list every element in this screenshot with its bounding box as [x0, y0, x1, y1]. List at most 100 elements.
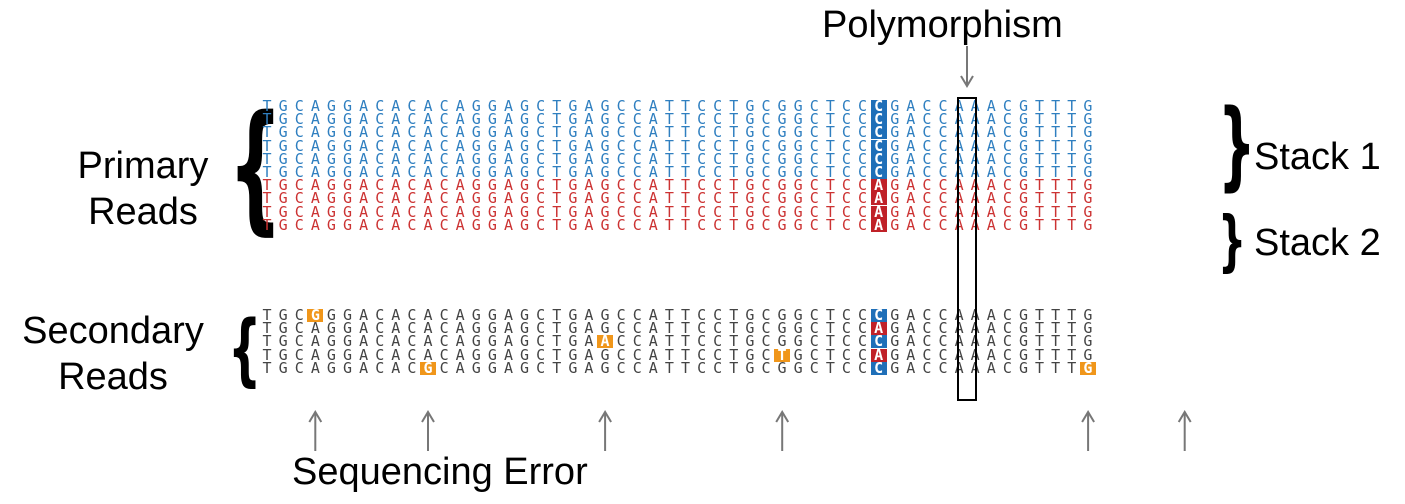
base: C	[616, 163, 626, 181]
base: A	[423, 97, 433, 115]
base: G	[520, 149, 530, 168]
base: A	[391, 358, 401, 377]
base: A	[391, 136, 401, 155]
sequencing-error-arrowhead-icon	[598, 410, 612, 423]
base: C	[697, 189, 707, 208]
base: C	[809, 345, 819, 364]
base: G	[326, 149, 336, 168]
polymorphism-base: A	[870, 321, 887, 336]
base: A	[423, 149, 433, 168]
base: C	[922, 163, 932, 181]
base: A	[906, 97, 916, 115]
base: A	[310, 345, 320, 364]
base: C	[713, 345, 723, 364]
base: C	[407, 319, 417, 338]
base: A	[954, 97, 964, 115]
base: C	[858, 319, 868, 338]
base: C	[632, 332, 642, 351]
base: C	[375, 202, 385, 221]
base: A	[986, 149, 996, 168]
base: G	[568, 189, 578, 208]
base: C	[697, 163, 707, 181]
base: G	[890, 149, 900, 168]
base: G	[520, 123, 530, 142]
base: A	[359, 97, 369, 115]
base: T	[680, 123, 690, 142]
base: T	[262, 202, 272, 221]
base: G	[1018, 215, 1028, 234]
base: G	[568, 123, 578, 142]
base: T	[262, 176, 272, 195]
base: A	[359, 110, 369, 129]
base: G	[278, 123, 288, 142]
base: A	[648, 110, 658, 129]
base: C	[407, 149, 417, 168]
base: C	[1002, 110, 1012, 129]
base: A	[359, 189, 369, 208]
base: A	[503, 202, 513, 221]
base: G	[326, 306, 336, 324]
base: T	[825, 123, 835, 142]
base: T	[1067, 110, 1077, 129]
base: C	[294, 345, 304, 364]
base: A	[986, 202, 996, 221]
base: G	[326, 319, 336, 338]
base: C	[536, 345, 546, 364]
base: T	[1067, 358, 1077, 377]
base: C	[922, 97, 932, 115]
base: G	[745, 110, 755, 129]
base: C	[632, 176, 642, 195]
base: C	[697, 123, 707, 142]
base: C	[375, 149, 385, 168]
base: C	[407, 202, 417, 221]
base: A	[986, 345, 996, 364]
base: C	[841, 358, 851, 377]
base: A	[455, 110, 465, 129]
base: G	[890, 123, 900, 142]
base: G	[777, 97, 787, 115]
base: C	[761, 136, 771, 155]
base: A	[503, 319, 513, 338]
base: C	[1002, 215, 1012, 234]
base: C	[294, 215, 304, 234]
base: A	[359, 319, 369, 338]
base: A	[423, 306, 433, 324]
base: C	[536, 319, 546, 338]
base: G	[471, 319, 481, 338]
base: C	[938, 306, 948, 324]
base: A	[986, 358, 996, 377]
base: C	[697, 136, 707, 155]
base: T	[664, 149, 674, 168]
base: T	[825, 215, 835, 234]
base: G	[520, 110, 530, 129]
base: C	[1002, 319, 1012, 338]
base: G	[1083, 123, 1093, 142]
base: A	[986, 332, 996, 351]
base: C	[632, 306, 642, 324]
base: T	[664, 345, 674, 364]
base: T	[680, 358, 690, 377]
base: C	[761, 319, 771, 338]
base: T	[680, 97, 690, 115]
base: G	[745, 306, 755, 324]
base: C	[761, 97, 771, 115]
base: C	[536, 202, 546, 221]
base: C	[407, 176, 417, 195]
base: T	[1067, 332, 1077, 351]
base: G	[343, 149, 353, 168]
base: C	[375, 319, 385, 338]
base: G	[890, 358, 900, 377]
base: T	[262, 332, 272, 351]
base: C	[1002, 123, 1012, 142]
base: T	[664, 332, 674, 351]
base: C	[407, 123, 417, 142]
base: A	[954, 123, 964, 142]
base: T	[1035, 358, 1045, 377]
base: A	[391, 110, 401, 129]
base: C	[809, 358, 819, 377]
base: C	[713, 149, 723, 168]
base: G	[890, 215, 900, 234]
base: T	[1035, 136, 1045, 155]
